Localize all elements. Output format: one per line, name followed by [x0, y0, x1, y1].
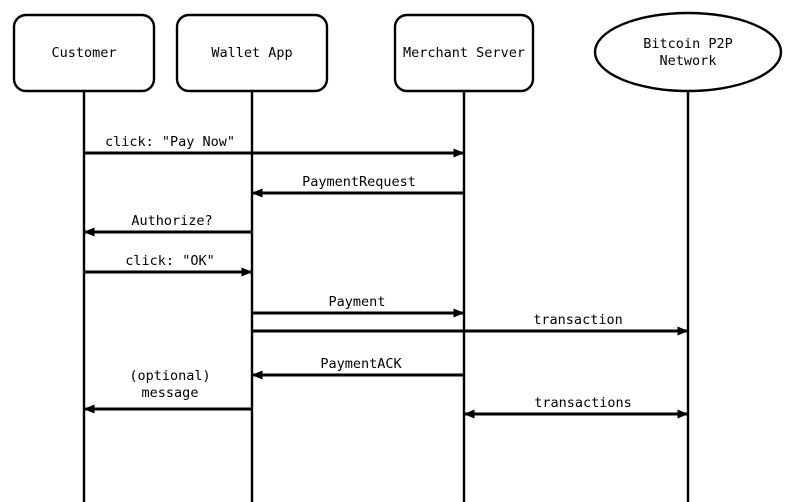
- participant-shape-box-customer: [12, 13, 156, 93]
- participant-shape-box-merchant-server: [393, 13, 535, 93]
- msg-payment-ack-label: PaymentACK: [320, 356, 402, 372]
- msg-authorize[interactable]: Authorize?: [83, 213, 252, 237]
- msg-pay-now-label: click: "Pay Now": [105, 134, 235, 150]
- msg-payment[interactable]: Payment: [252, 294, 465, 318]
- participant-shape-box-wallet-app: [175, 13, 329, 93]
- msg-payment-label: Payment: [329, 294, 386, 310]
- msg-click-ok-label: click: "OK": [125, 253, 214, 269]
- msg-optional-message[interactable]: (optional)message: [83, 368, 252, 414]
- participant-customer[interactable]: Customer: [12, 13, 156, 93]
- msg-payment-request-label: PaymentRequest: [302, 174, 416, 190]
- participants-group: Customer Wallet App Merchant Server Bitcoin…: [12, 11, 783, 93]
- msg-click-ok[interactable]: click: "OK": [84, 253, 253, 277]
- participant-label-wallet-app: Wallet App: [211, 45, 292, 61]
- msg-pay-now[interactable]: click: "Pay Now": [84, 134, 465, 158]
- participant-label-customer: Customer: [51, 45, 116, 61]
- msg-transactions-label: transactions: [534, 395, 632, 411]
- msg-optional-message-label: (optional)message: [129, 368, 210, 401]
- msg-payment-request[interactable]: PaymentRequest: [251, 174, 464, 198]
- msg-authorize-label: Authorize?: [131, 213, 212, 229]
- participant-shape-ellipse-bitcoin-network: [593, 11, 783, 93]
- participant-wallet-app[interactable]: Wallet App: [175, 13, 329, 93]
- msg-transactions[interactable]: transactions: [463, 395, 689, 419]
- participant-merchant-server[interactable]: Merchant Server: [393, 13, 535, 93]
- participant-label-merchant-server: Merchant Server: [403, 45, 525, 61]
- msg-transaction[interactable]: transaction: [252, 312, 689, 336]
- messages-group: click: "Pay Now" PaymentRequestAuthorize?…: [83, 134, 689, 419]
- msg-payment-ack[interactable]: PaymentACK: [251, 356, 464, 380]
- lifelines-group: [82, 91, 690, 502]
- msg-transaction-label: transaction: [533, 312, 622, 328]
